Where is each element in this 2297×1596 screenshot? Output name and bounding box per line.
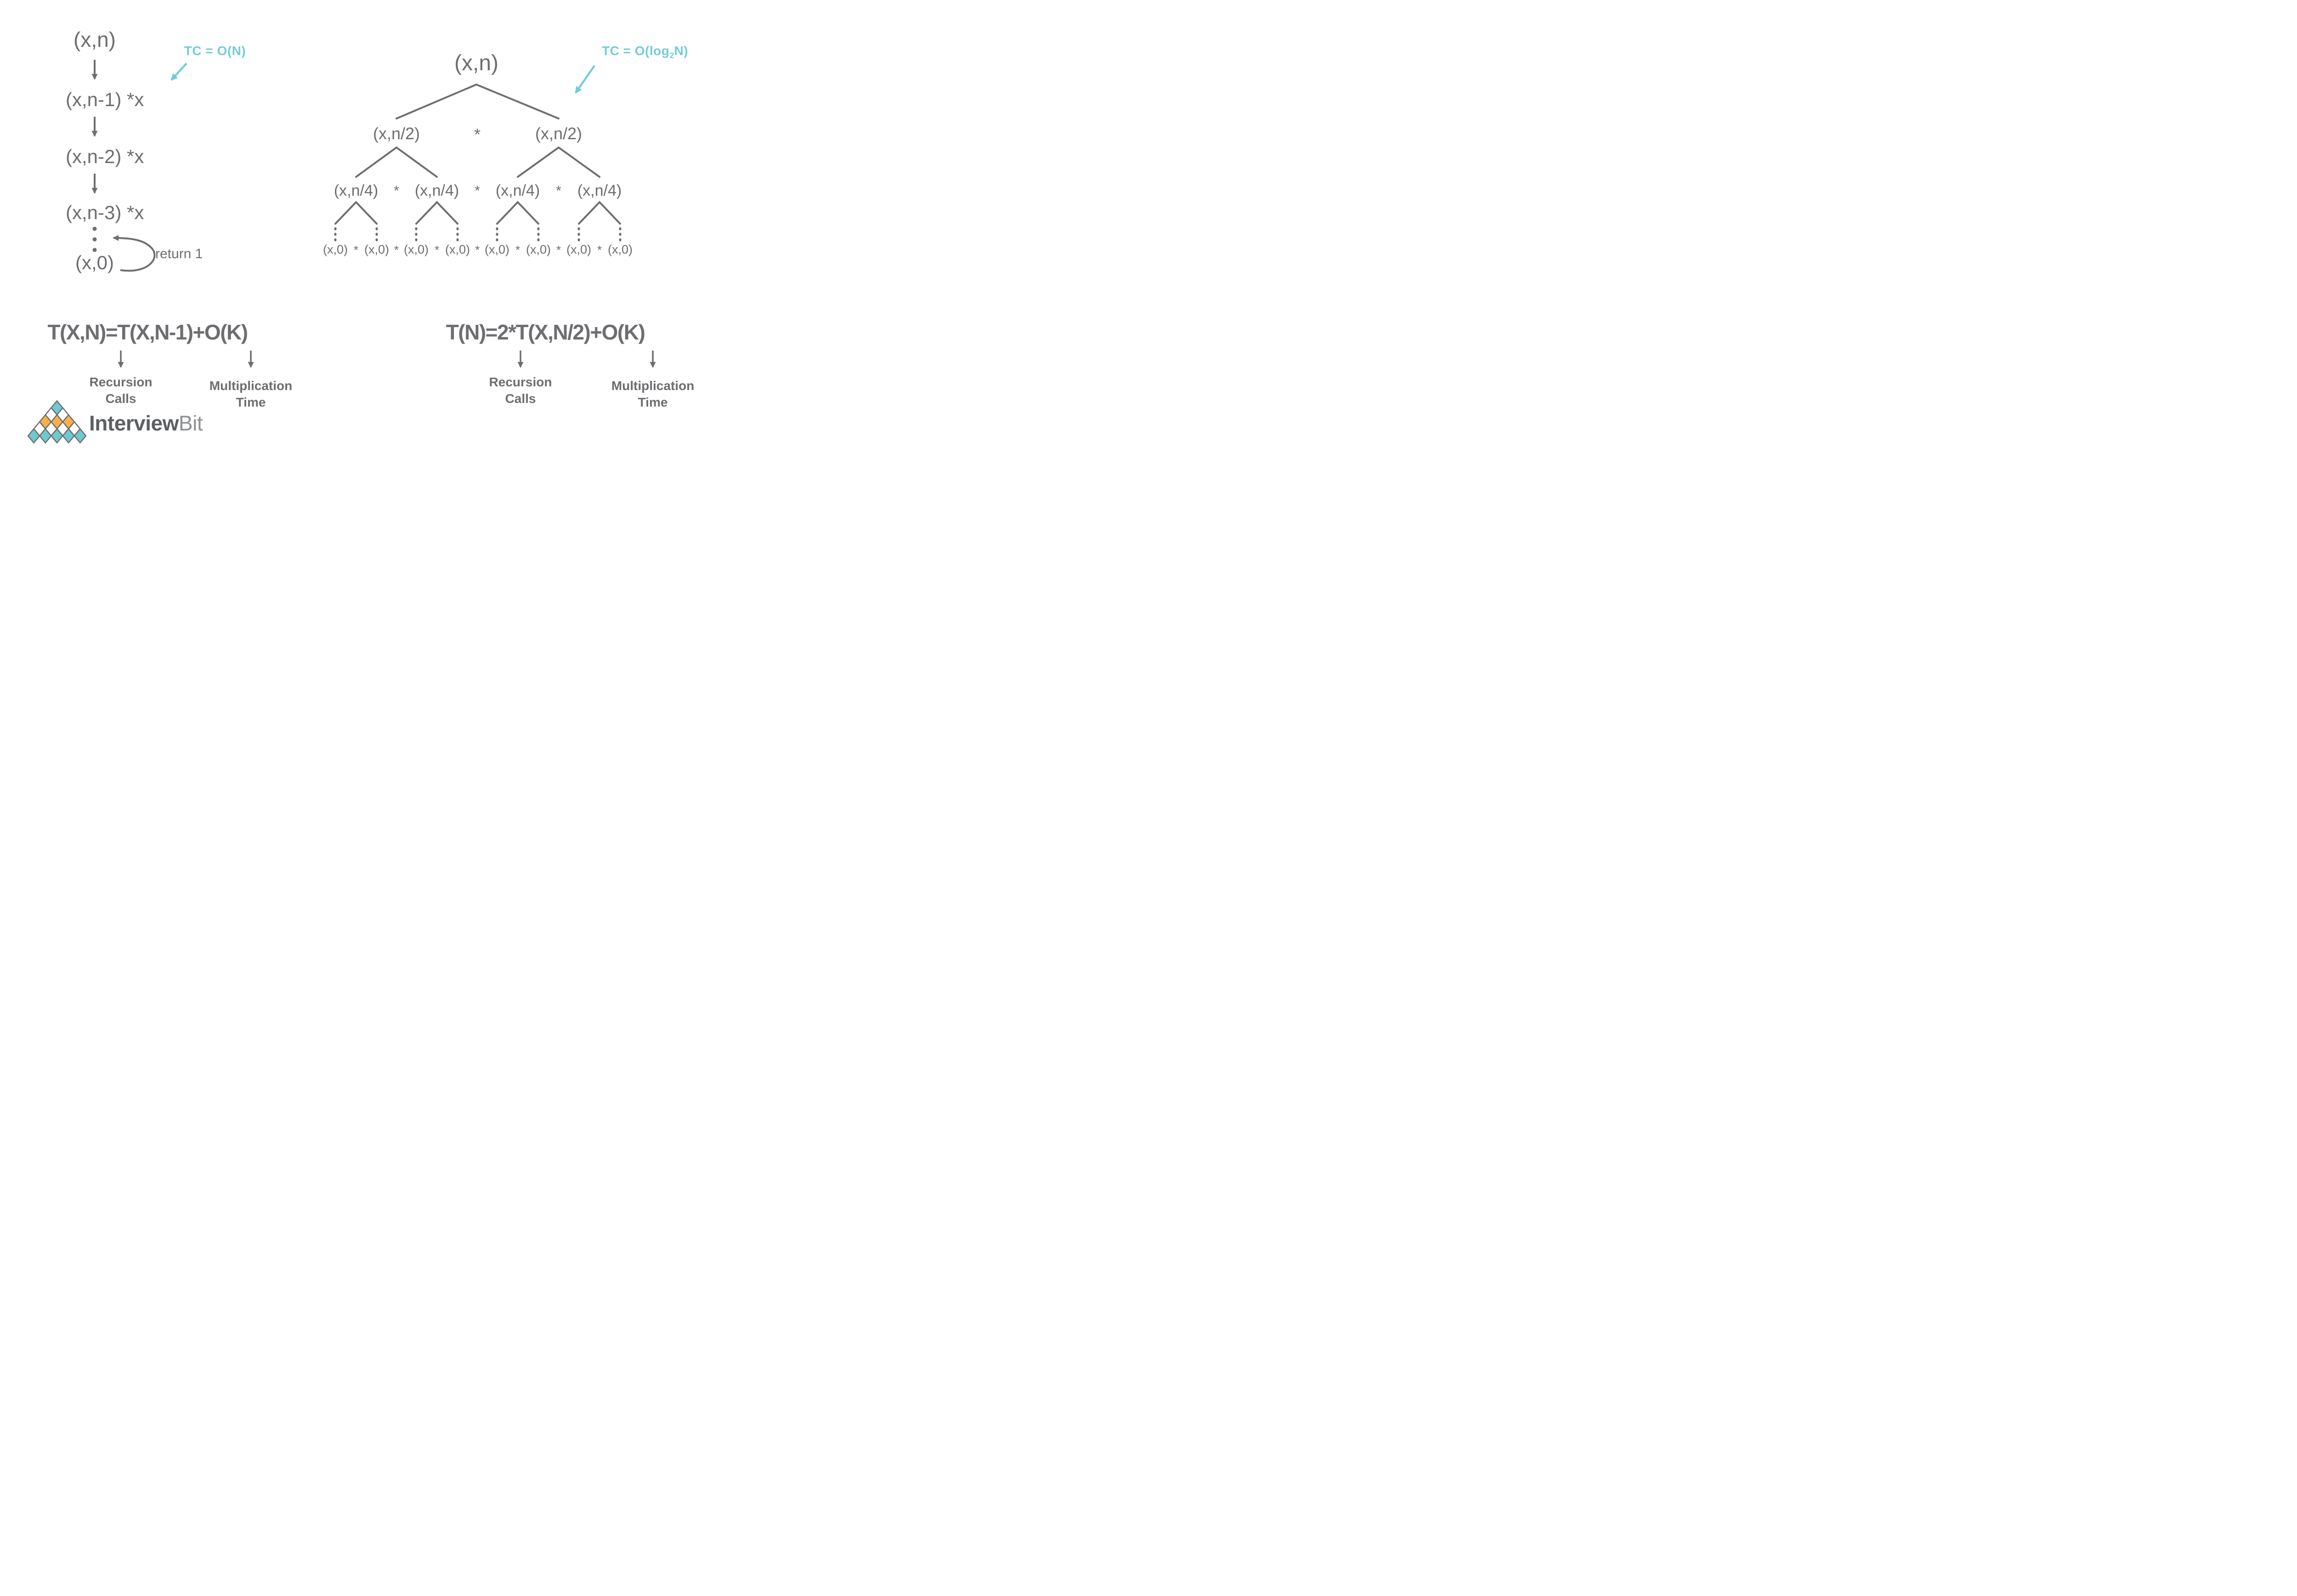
multiplication-time-line1: Multiplication [209,379,293,393]
ellipsis-column [375,227,378,242]
tree-node-quarter-1: (x,n/4) [334,182,379,199]
left-chain-node-1: (x,n-1) *x [66,89,144,110]
tree-leaf-star: * [597,243,602,257]
left-chain-ellipsis [92,226,97,252]
multiplication-time-line2: Time [236,395,266,409]
level3-branch-3 [496,201,539,225]
recursion-calls-line1: Recursion [489,375,552,389]
recursion-calls-label-right: Recursion Calls [489,374,552,407]
tree-node-quarter-4: (x,n/4) [577,182,622,199]
level2-branch-right [517,146,600,178]
tree-leaf-separator-star: * [556,243,561,257]
tc-label-right: TC = O(log2N) [601,44,689,60]
ellipsis-column [456,227,459,242]
interviewbit-wordmark: InterviewBit [89,412,203,435]
recursion-calls-label-left: Recursion Calls [90,374,153,407]
multiplication-time-line2: Time [638,395,668,409]
brand-name-primary: Interview [89,411,179,435]
tree-level3-star: * [556,183,561,198]
recursion-calls-line1: Recursion [89,375,153,389]
level3-branch-2 [415,201,458,225]
ellipsis-column [619,227,622,242]
ellipsis-column [537,227,540,242]
brand-name-secondary: Bit [178,411,203,435]
level3-branch-1 [334,201,378,225]
tree-leaf-node: (x,0) [404,243,429,256]
tree-node-half-right: (x,n/2) [535,124,583,143]
right-tree-branches [334,83,621,225]
recursion-calls-line2: Calls [505,391,536,406]
tree-leaf-node: (x,0) [526,243,551,256]
tree-level2-star: * [474,125,481,144]
tc-label-right-prefix: TC = O(log [601,44,670,58]
recursion-time-complexity-diagram: (x,n) (x,n-1) *x (x,n-2) *x (x,n-3) *x (… [0,0,720,458]
tree-level3-star: * [394,183,399,198]
tree-leaf-node: (x,0) [364,243,389,256]
recursion-calls-line2: Calls [105,391,136,406]
tree-leaf-star: * [353,243,359,257]
root-branch [396,83,560,119]
multiplication-time-line1: Multiplication [611,379,695,393]
tc-label-right-subscript: 2 [669,51,674,60]
ellipsis-column [496,227,498,242]
return-one-label: return 1 [155,246,203,261]
left-chain-node-3: (x,n-3) *x [66,202,144,223]
multiplication-time-label-right: Multiplication Time [611,378,694,411]
tree-leaf-star: * [515,243,521,257]
tc-arrow-left [170,62,187,81]
ellipsis-column [415,227,418,242]
tree-node-quarter-3: (x,n/4) [495,182,540,199]
tree-leaf-separator-star: * [394,243,399,257]
right-tree-ellipsis-columns [334,227,622,242]
tc-label-left: TC = O(N) [184,44,246,58]
return-loop-arrow [113,235,156,272]
left-chain-root-node: (x,n) [74,28,116,51]
formula-pointer-arrows [118,351,656,368]
tree-leaf-separator-star: * [475,243,480,257]
tree-level3-star: * [475,183,480,198]
tree-leaf-node: (x,0) [445,243,470,256]
tree-leaf-node: (x,0) [323,243,348,256]
multiplication-time-label-left: Multiplication Time [209,378,292,411]
ellipsis-column [577,227,580,242]
ellipsis-column [334,227,337,242]
tree-leaf-node: (x,0) [608,243,633,256]
recurrence-formula-left: T(X,N)=T(X,N-1)+O(K) [47,320,248,344]
interviewbit-logo-icon [27,400,87,444]
recurrence-formula-right: T(N)=2*T(X,N/2)+O(K) [446,320,645,344]
level2-branch-left [355,146,438,178]
tree-leaf-star: * [434,243,440,257]
tc-label-right-suffix: N) [674,44,689,58]
level3-branch-4 [578,201,621,225]
tc-arrow-right [575,65,595,94]
left-chain-base-node: (x,0) [75,252,114,273]
tree-leaf-node: (x,0) [566,243,591,256]
tree-node-half-left: (x,n/2) [373,124,420,143]
tree-root-node: (x,n) [454,51,498,75]
left-chain-node-2: (x,n-2) *x [66,146,144,167]
tree-node-quarter-2: (x,n/4) [414,182,459,199]
tree-leaf-node: (x,0) [485,243,509,256]
